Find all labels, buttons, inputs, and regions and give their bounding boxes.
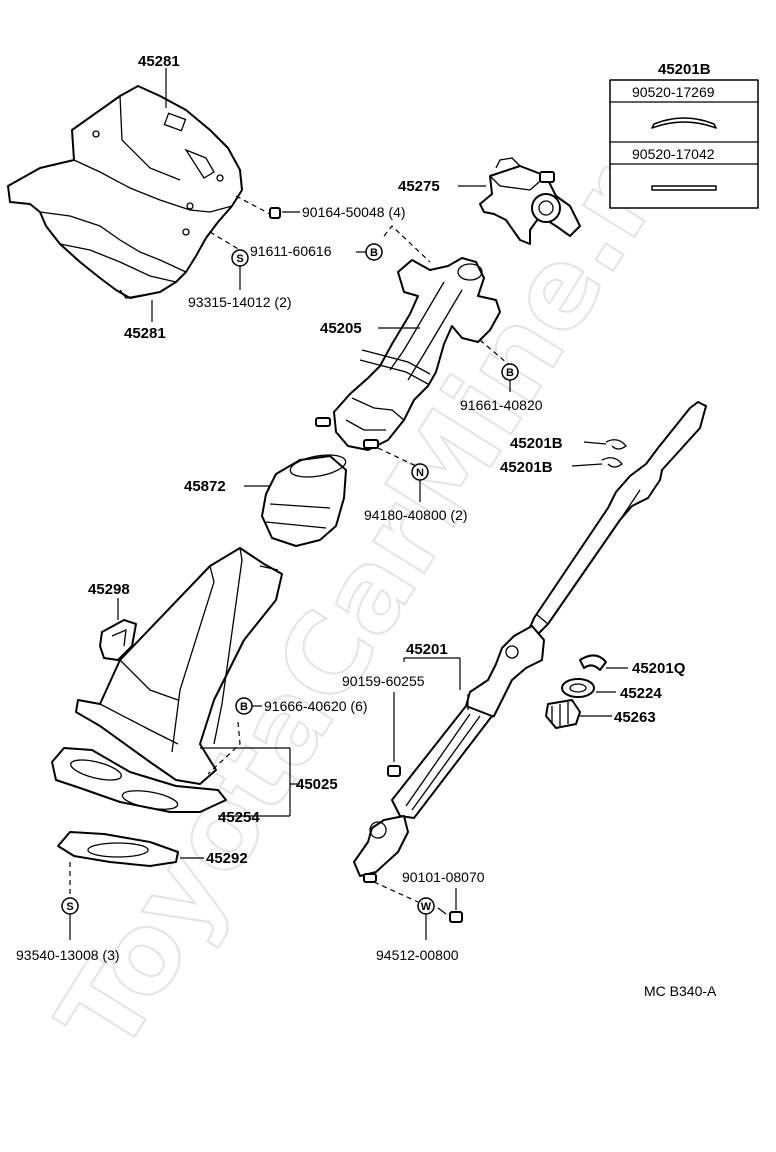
label-45298: 45298 — [88, 581, 130, 598]
svg-text:N: N — [416, 467, 424, 479]
label-45281-upper: 45281 — [138, 53, 180, 70]
screw-90164-icon — [269, 207, 281, 219]
label-45281-lower: 45281 — [124, 325, 166, 342]
label-91666-40620: 91666-40620 (6) — [264, 698, 368, 714]
intermediate-shaft-45201-illustration[interactable] — [353, 625, 545, 883]
badge-b-1: B — [365, 243, 383, 261]
label-91611-60616: 91611-60616 — [250, 243, 332, 259]
svg-text:S: S — [66, 901, 73, 913]
label-91661-40820: 91661-40820 — [460, 397, 543, 413]
badge-b-3: B — [235, 697, 253, 715]
column-bracket-45025-illustration[interactable] — [75, 547, 283, 785]
bearing-45224-icon — [561, 678, 595, 698]
label-90101-08070: 90101-08070 — [402, 869, 485, 885]
column-cover-illustration[interactable] — [7, 85, 243, 299]
legend-box — [609, 79, 759, 209]
label-45201b-clip-b: 45201B — [500, 459, 553, 476]
bolt-90101-icon — [437, 907, 463, 923]
legend-row-90520-17269: 90520-17269 — [632, 84, 715, 100]
label-45201q: 45201Q — [632, 660, 686, 677]
svg-text:B: B — [240, 701, 248, 713]
label-45201b-box-title: 45201B — [658, 61, 711, 78]
lock-housing-45275-illustration[interactable] — [479, 157, 581, 245]
svg-text:S: S — [236, 253, 243, 265]
label-45224: 45224 — [620, 685, 662, 702]
clip-45201q-icon — [579, 654, 607, 671]
seal-45292-illustration[interactable] — [57, 831, 179, 867]
label-45872: 45872 — [184, 478, 226, 495]
label-90164-50048: 90164-50048 (4) — [302, 204, 406, 220]
badge-n-1: N — [411, 463, 429, 481]
badge-s-1: S — [231, 249, 249, 267]
svg-text:B: B — [506, 367, 514, 379]
label-45201: 45201 — [406, 641, 448, 658]
badge-s-2: S — [61, 897, 79, 915]
label-93540-13008: 93540-13008 (3) — [16, 947, 120, 963]
drawing-code: MC B340-A — [644, 983, 717, 999]
label-45263: 45263 — [614, 709, 656, 726]
gasket-45254-illustration[interactable] — [51, 747, 227, 813]
label-94180-40800: 94180-40800 (2) — [364, 507, 468, 523]
badge-b-2: B — [501, 363, 519, 381]
boot-45872-illustration[interactable] — [261, 451, 347, 547]
label-45205: 45205 — [320, 320, 362, 337]
svg-text:B: B — [370, 247, 378, 259]
column-tube-45205-illustration[interactable] — [315, 257, 501, 451]
label-45275: 45275 — [398, 178, 440, 195]
bushing-45263-icon — [545, 699, 581, 729]
label-93315-14012: 93315-14012 (2) — [188, 294, 292, 310]
label-45201b-clip-a: 45201B — [510, 435, 563, 452]
badge-w-1: W — [417, 897, 435, 915]
label-94512-00800: 94512-00800 — [376, 947, 459, 963]
svg-text:W: W — [421, 901, 432, 913]
grommet-45298-illustration[interactable] — [99, 619, 137, 661]
legend-row-90520-17042: 90520-17042 — [632, 146, 715, 162]
label-45025: 45025 — [296, 776, 338, 793]
bolt-90159-icon — [387, 765, 401, 777]
label-90159-60255: 90159-60255 — [342, 673, 425, 689]
label-45254: 45254 — [218, 809, 260, 826]
label-45292: 45292 — [206, 850, 248, 867]
